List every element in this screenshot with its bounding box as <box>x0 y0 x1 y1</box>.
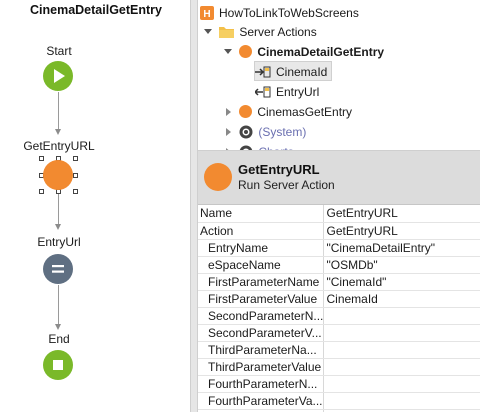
property-row[interactable]: FirstParameterName"CinemaId" <box>198 273 480 291</box>
server-action-icon <box>239 45 253 59</box>
panel-splitter[interactable] <box>190 0 198 412</box>
entry-url-node[interactable] <box>43 254 73 284</box>
stop-icon <box>53 360 63 370</box>
server-action-icon <box>239 105 253 119</box>
connector-arrow <box>55 324 61 330</box>
start-node[interactable] <box>43 61 73 91</box>
get-entry-url-node[interactable] <box>43 160 73 190</box>
property-name: SecondParameterN... <box>198 307 324 325</box>
property-row[interactable]: SecondParameterV... <box>198 324 480 342</box>
flow-canvas[interactable]: CinemaDetailGetEntry Start GetEntryURL E… <box>0 0 190 412</box>
connector-arrow <box>55 129 61 135</box>
tree-item-cinema-id[interactable]: CinemaId <box>254 61 333 81</box>
collapsed-icon[interactable] <box>226 127 231 136</box>
property-value[interactable]: "OSMDb" <box>323 256 480 274</box>
system-icon <box>239 125 253 139</box>
properties-title: GetEntryURL <box>238 162 320 177</box>
property-row[interactable]: SecondParameterN... <box>198 307 480 325</box>
tree-item-cinema-detail-get-entry[interactable]: CinemaDetailGetEntry <box>224 41 384 61</box>
property-row[interactable]: FifthParameterNa... <box>198 409 480 412</box>
tree-item-server-actions[interactable]: Server Actions <box>204 21 317 41</box>
end-node[interactable] <box>43 350 73 380</box>
property-value[interactable]: GetEntryURL <box>323 222 480 240</box>
property-value[interactable]: "CinemaDetailEntry" <box>323 239 480 257</box>
tree-item-module[interactable]: H HowToLinkToWebScreens <box>200 2 359 22</box>
property-row[interactable]: FourthParameterN... <box>198 375 480 393</box>
property-row[interactable]: EntryName"CinemaDetailEntry" <box>198 239 480 257</box>
connector-line <box>58 92 59 130</box>
property-value[interactable]: GetEntryURL <box>323 205 480 223</box>
tree-item-entry-url[interactable]: EntryUrl <box>255 81 319 101</box>
property-row[interactable]: eSpaceName"OSMDb" <box>198 256 480 274</box>
svg-text:H: H <box>203 9 210 20</box>
property-name: SecondParameterV... <box>198 324 324 342</box>
play-icon <box>54 69 65 83</box>
property-name: FirstParameterValue <box>198 290 324 308</box>
properties-subtitle: Run Server Action <box>238 178 335 192</box>
property-name: FirstParameterName <box>198 273 324 291</box>
property-name: FourthParameterVa... <box>198 392 324 410</box>
module-icon: H <box>200 5 214 20</box>
expand-icon[interactable] <box>224 49 232 55</box>
selection-handle[interactable] <box>73 173 78 178</box>
property-name: EntryName <box>198 239 324 257</box>
selection-handle[interactable] <box>39 189 44 194</box>
property-name: Name <box>198 205 324 223</box>
entry-url-node-label: EntryUrl <box>37 235 81 249</box>
get-entry-url-node-label: GetEntryURL <box>23 139 95 153</box>
tree-item-charts[interactable]: Charts <box>226 141 294 150</box>
end-node-label: End <box>48 332 70 346</box>
property-value[interactable]: "CinemaId" <box>323 273 480 291</box>
expand-icon[interactable] <box>204 29 212 35</box>
tree-item-system[interactable]: (System) <box>226 121 306 141</box>
selection-handle[interactable] <box>73 156 78 161</box>
property-value[interactable] <box>323 409 480 412</box>
property-value[interactable] <box>323 358 480 376</box>
tree-item-cinemas-get-entry[interactable]: CinemasGetEntry <box>226 101 352 121</box>
assign-icon <box>52 265 64 273</box>
property-row[interactable]: ThirdParameterValue <box>198 358 480 376</box>
property-name: FourthParameterN... <box>198 375 324 393</box>
connector-line <box>58 285 59 325</box>
property-value[interactable] <box>323 375 480 393</box>
property-row[interactable]: ThirdParameterNa... <box>198 341 480 359</box>
start-node-label: Start <box>46 44 72 58</box>
selection-handle[interactable] <box>39 156 44 161</box>
property-name: Action <box>198 222 324 240</box>
output-parameter-icon <box>255 86 271 98</box>
input-parameter-icon <box>255 66 271 78</box>
system-icon <box>240 145 253 150</box>
property-value[interactable] <box>323 392 480 410</box>
server-action-icon <box>204 163 232 191</box>
property-value[interactable] <box>323 341 480 359</box>
elements-tree: H HowToLinkToWebScreens Server Actions C… <box>198 0 480 150</box>
property-name: FifthParameterNa... <box>198 409 324 412</box>
property-value[interactable] <box>323 324 480 342</box>
connector-line <box>58 194 59 225</box>
property-value[interactable]: CinemaId <box>323 290 480 308</box>
collapsed-icon[interactable] <box>226 147 231 150</box>
connector-arrow <box>55 224 61 230</box>
property-row[interactable]: FourthParameterVa... <box>198 392 480 410</box>
property-name: ThirdParameterValue <box>198 358 324 376</box>
property-name: eSpaceName <box>198 256 324 274</box>
collapsed-icon[interactable] <box>226 107 231 116</box>
properties-header: GetEntryURL Run Server Action <box>198 151 480 205</box>
property-value[interactable] <box>323 307 480 325</box>
property-name: ThirdParameterNa... <box>198 341 324 359</box>
selection-handle[interactable] <box>73 189 78 194</box>
folder-icon <box>219 26 235 38</box>
flow-title: CinemaDetailGetEntry <box>30 3 162 17</box>
